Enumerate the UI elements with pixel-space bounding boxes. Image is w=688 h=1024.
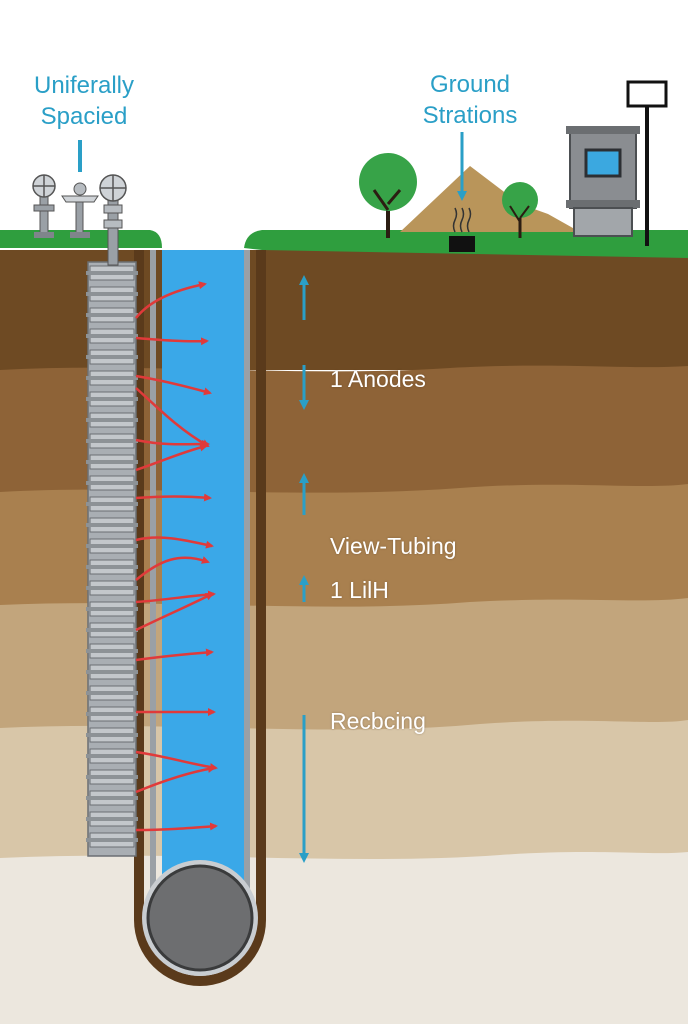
anode-band (86, 460, 138, 464)
flow-arrow (135, 556, 210, 581)
flow-arrow (135, 765, 216, 794)
anode-rig-icon (32, 140, 127, 266)
mountain-icon (400, 166, 580, 232)
tree-icon (359, 153, 538, 238)
anode-band (86, 418, 138, 422)
anode-band (86, 670, 138, 674)
borehole (134, 250, 266, 986)
bottom-chamber-core (146, 864, 254, 972)
anode-band (86, 439, 138, 443)
signpost-icon (626, 80, 668, 246)
ground-stations-label: Ground Strations (400, 69, 540, 131)
station-building-icon (566, 126, 640, 237)
lilh-label: 1 LilH (330, 577, 389, 603)
anode-band (86, 649, 138, 653)
anodes-label: 1 Anodes (330, 366, 426, 392)
flow-arrow (135, 336, 209, 346)
anode-band (86, 481, 138, 485)
uniformly-spaced-label: Uniferally Spacied (14, 70, 154, 132)
anode-band (86, 754, 138, 758)
flow-arrow (135, 536, 214, 549)
anode-band (86, 607, 138, 611)
uniformly-spaced-line2: Spacied (40, 103, 128, 130)
anode-band (86, 334, 138, 338)
anode-band (86, 376, 138, 380)
anode-band (86, 796, 138, 800)
anode-band (86, 817, 138, 821)
water-column (162, 250, 244, 890)
bedrock-layer (0, 852, 688, 1024)
flow-arrows (135, 281, 218, 832)
vent-icon (449, 132, 475, 252)
flow-arrow (135, 387, 210, 448)
anode-rig-2 (61, 182, 99, 238)
flow-arrow (135, 281, 207, 319)
anode-band (86, 628, 138, 632)
white-gap (162, 200, 244, 250)
anode-string (86, 261, 138, 857)
flow-arrow (135, 374, 212, 396)
anode-band (86, 271, 138, 275)
anode-band (86, 502, 138, 506)
flow-arrow (135, 443, 208, 472)
flow-arrow (135, 493, 212, 502)
anode-band (86, 586, 138, 590)
anode-band (86, 733, 138, 737)
flow-arrow (135, 822, 218, 832)
anode-band (86, 712, 138, 716)
anode-band (86, 313, 138, 317)
anode-rig-3 (99, 174, 127, 266)
recbcing-label: Recbcing (330, 708, 426, 734)
anode-band (86, 292, 138, 296)
anode-band (86, 838, 138, 842)
anode-rig-1 (32, 174, 56, 238)
anode-band (86, 397, 138, 401)
anode-band (86, 523, 138, 527)
anode-band (86, 691, 138, 695)
anode-band (86, 565, 138, 569)
anode-band (86, 355, 138, 359)
anode-band (86, 775, 138, 779)
flow-arrow (135, 592, 214, 632)
flow-arrow (135, 648, 214, 662)
anode-band (86, 544, 138, 548)
ground-stations-line1: Ground (429, 71, 511, 98)
ground-stations-line2: Strations (422, 102, 518, 129)
view-tubing-label: View-Tubing (330, 533, 457, 559)
uniformly-spaced-line1: Uniferally (33, 72, 135, 99)
